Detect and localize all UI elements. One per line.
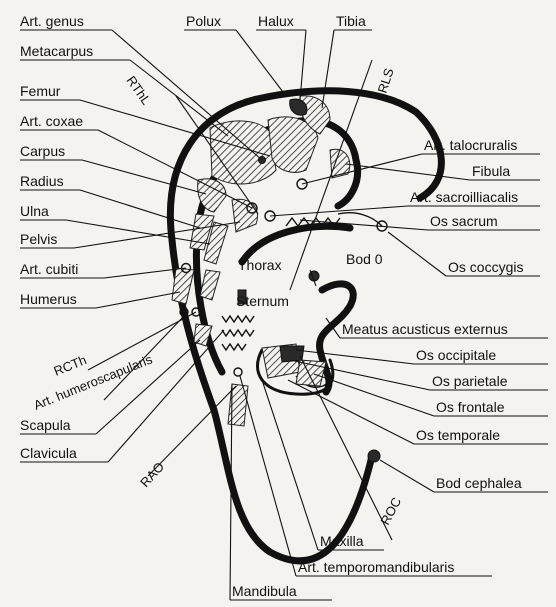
leader-os-frontale bbox=[314, 374, 434, 416]
label-meatus: Meatus acusticus externus bbox=[342, 321, 508, 337]
sternum-zigzag bbox=[222, 316, 254, 350]
label-bod-0: Bod 0 bbox=[346, 251, 383, 267]
point-art-temporomandibularis bbox=[234, 368, 242, 376]
label-art-sacroilliacalis: Art. sacroilliacalis bbox=[410, 189, 518, 205]
leader-os-temporale bbox=[288, 380, 414, 444]
label-os-temporale: Os temporale bbox=[416, 427, 500, 443]
region-mandibula bbox=[228, 384, 248, 426]
label-art-temporomandibularis: Art. temporomandibularis bbox=[298, 559, 454, 575]
label-rls: RLS bbox=[375, 66, 397, 95]
label-os-occipitale: Os occipitale bbox=[416, 347, 496, 363]
label-bod-cephalea: Bod cephalea bbox=[436, 475, 522, 491]
label-clavicula: Clavicula bbox=[20, 445, 77, 461]
label-os-frontale: Os frontale bbox=[436, 399, 505, 415]
region-os-occipitale bbox=[280, 346, 304, 362]
label-art-talocruralis: Art. talocruralis bbox=[424, 137, 517, 153]
region-humerus bbox=[172, 268, 194, 304]
leader-polux bbox=[236, 30, 286, 96]
leader-roc bbox=[300, 356, 392, 540]
label-art-coxae: Art. coxae bbox=[20, 113, 83, 129]
label-os-coccygis: Os coccygis bbox=[448, 259, 523, 275]
label-carpus: Carpus bbox=[20, 143, 65, 159]
label-sternum: Sternum bbox=[236, 293, 289, 309]
label-radius: Radius bbox=[20, 173, 64, 189]
leader-carpus bbox=[82, 160, 206, 194]
label-thorax: Thorax bbox=[238, 257, 282, 273]
label-polux: Polux bbox=[186, 13, 221, 29]
leader-fibula bbox=[346, 164, 470, 180]
leader-radius bbox=[80, 190, 200, 228]
label-scapula: Scapula bbox=[20, 417, 71, 433]
label-fibula: Fibula bbox=[472, 163, 510, 179]
label-art-cubiti: Art. cubiti bbox=[20, 261, 78, 277]
leader-ulna bbox=[66, 220, 210, 244]
label-halux: Halux bbox=[258, 13, 294, 29]
label-art-genus: Art. genus bbox=[20, 13, 84, 29]
leader-os-coccygis bbox=[388, 232, 446, 276]
label-humerus: Humerus bbox=[20, 291, 77, 307]
label-os-parietale: Os parietale bbox=[432, 373, 508, 389]
leader-humerus bbox=[96, 292, 180, 308]
label-rcth: RCTh bbox=[52, 352, 89, 379]
region-os-frontale bbox=[296, 360, 326, 386]
label-maxilla: Maxilla bbox=[320, 533, 364, 549]
leader-bod-cephalea bbox=[380, 460, 434, 492]
label-tibia: Tibia bbox=[336, 13, 366, 29]
leader-maxilla bbox=[262, 380, 318, 550]
label-pelvis: Pelvis bbox=[20, 231, 57, 247]
label-femur: Femur bbox=[20, 83, 61, 99]
point-bod-cephalea bbox=[368, 450, 380, 462]
region-art-cubiti bbox=[200, 270, 220, 300]
label-mandibula: Mandibula bbox=[232, 583, 297, 599]
label-os-sacrum: Os sacrum bbox=[430, 213, 498, 229]
label-rao: RAO bbox=[137, 459, 167, 490]
label-roc: ROC bbox=[377, 495, 404, 528]
labels: Art. genus Metacarpus Femur Art. coxae C… bbox=[20, 13, 523, 599]
leader-tibia bbox=[322, 30, 334, 108]
label-metacarpus: Metacarpus bbox=[20, 43, 93, 59]
label-art-humeroscapularis: Art. humeroscapularis bbox=[32, 351, 155, 412]
label-ulna: Ulna bbox=[20, 203, 49, 219]
label-rthl: RThL bbox=[124, 73, 154, 107]
leader-art-temporomandibularis bbox=[240, 376, 296, 576]
leader-lines bbox=[20, 30, 548, 600]
leader-art-talocruralis bbox=[302, 154, 422, 184]
